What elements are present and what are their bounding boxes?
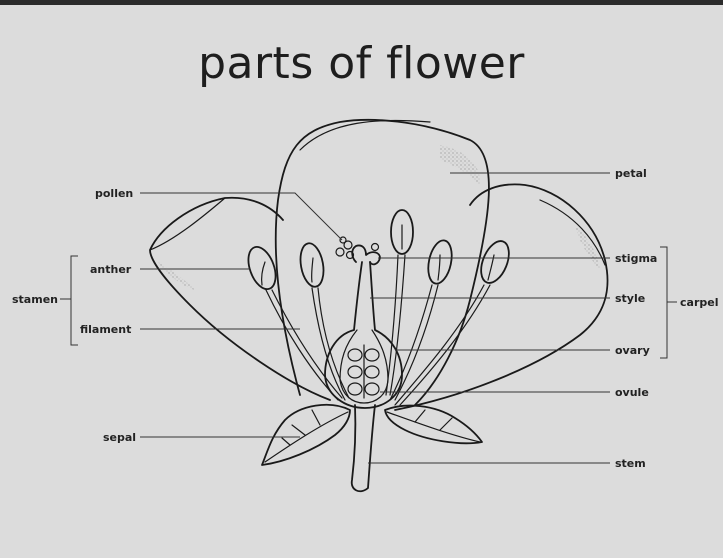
sepal-left [262, 405, 350, 465]
label-stigma: stigma [615, 252, 657, 265]
leader-lines-right [368, 173, 677, 463]
petal-right [395, 184, 608, 410]
label-sepal: sepal [103, 431, 136, 444]
stem-shape [352, 405, 375, 491]
label-ovule: ovule [615, 386, 649, 399]
label-ovary: ovary [615, 344, 650, 357]
label-anther: anther [90, 263, 132, 276]
label-filament: filament [80, 323, 131, 336]
stamen-3 [386, 210, 413, 395]
label-pollen: pollen [95, 187, 133, 200]
pollen-grains [336, 237, 379, 259]
label-petal: petal [615, 167, 647, 180]
label-stem: stem [615, 457, 646, 470]
petal-left [150, 198, 330, 400]
label-stamen: stamen [12, 293, 58, 306]
label-carpel: carpel [680, 296, 718, 309]
stamen-1 [243, 243, 342, 400]
sepal-right [385, 406, 482, 444]
stamen-2 [297, 241, 349, 400]
label-style: style [615, 292, 645, 305]
